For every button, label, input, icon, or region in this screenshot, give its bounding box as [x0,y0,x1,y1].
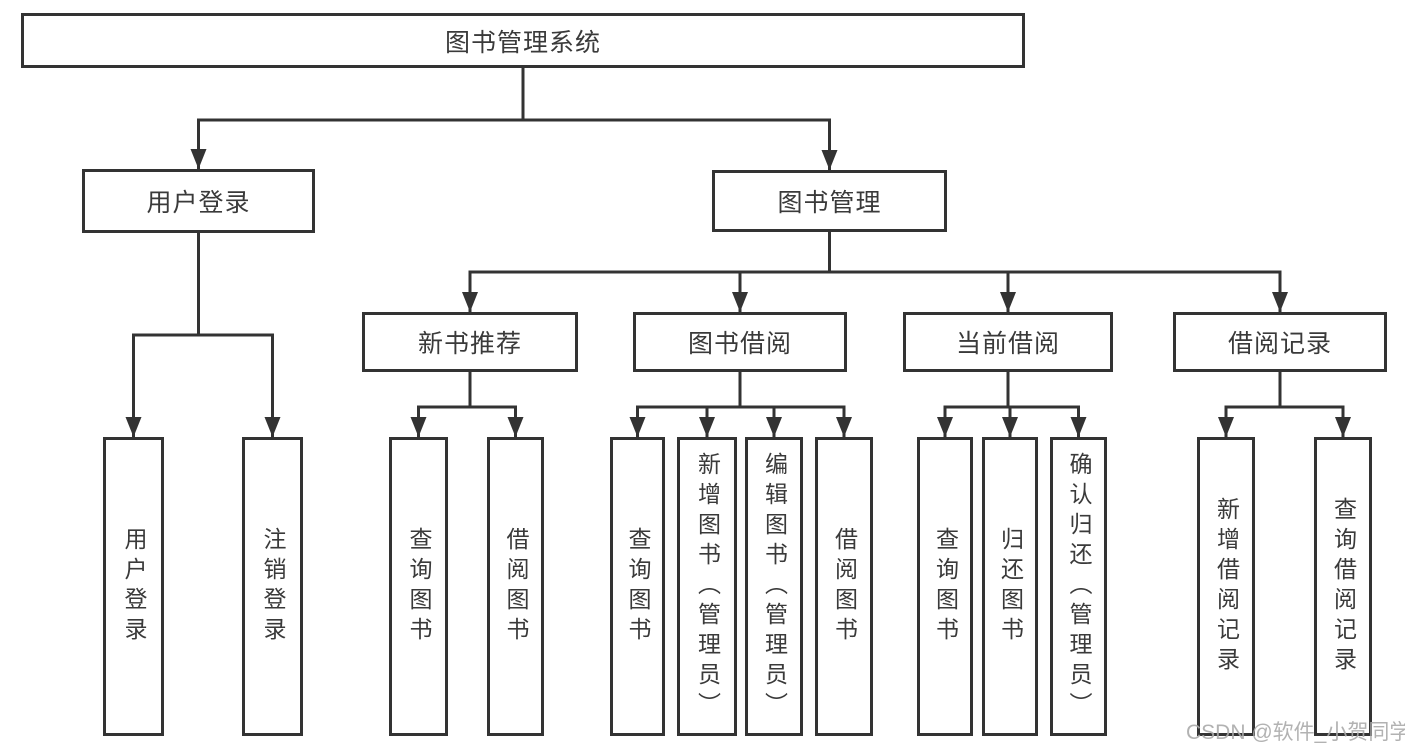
leaf-logout: 注销登录 [242,437,303,736]
leaf-current-query-book: 查询图书 [917,437,973,736]
leaf-label: 新增借阅记录 [1213,496,1240,677]
node-user-login-label: 用户登录 [146,189,251,217]
node-book-mgmt: 图书管理 [712,170,947,232]
node-book-borrow: 图书借阅 [633,312,847,372]
connector-new-book-rec [417,370,517,409]
leaf-label: 注销登录 [260,526,286,647]
leaf-add-book-admin: 新增图书（管理员） [677,437,737,736]
connector-book-borrow [636,370,846,409]
leaf-label: 查询图书 [932,526,959,647]
node-new-book-rec: 新书推荐 [362,312,578,372]
leaf-label: 确认归还（管理员） [1066,451,1092,722]
leaf-label: 用户登录 [121,526,147,647]
leaf-label: 查询图书 [406,526,432,647]
leaf-label: 编辑图书（管理员） [761,451,788,722]
leaf-user-login: 用户登录 [103,437,164,736]
node-root: 图书管理系统 [21,13,1025,68]
connector-current-borrow [943,370,1080,409]
leaf-label: 借阅图书 [831,526,858,647]
watermark-text: CSDN @软件_小贺同学 [1186,721,1405,744]
connector-book-mgmt [468,230,1282,274]
leaf-edit-book-admin: 编辑图书（管理员） [745,437,803,736]
leaf-borrow-book: 借阅图书 [815,437,873,736]
leaf-confirm-return-admin: 确认归还（管理员） [1050,437,1107,736]
leaf-rec-query-book: 查询图书 [389,437,448,736]
leaf-label: 查询图书 [625,526,651,647]
leaf-borrow-query-book: 查询图书 [610,437,665,736]
leaf-add-borrow-record: 新增借阅记录 [1197,437,1255,736]
connector-borrow-record [1224,370,1345,409]
node-current-borrow-label: 当前借阅 [955,330,1060,358]
node-borrow-record-label: 借阅记录 [1227,330,1332,358]
node-current-borrow: 当前借阅 [903,312,1113,372]
node-book-borrow-label: 图书借阅 [687,330,792,358]
leaf-label: 借阅图书 [503,526,529,647]
node-user-login: 用户登录 [82,169,315,233]
node-book-mgmt-label: 图书管理 [777,189,882,217]
connector-user-login [132,231,274,337]
leaf-label: 查询借阅记录 [1330,496,1357,677]
leaf-return-book: 归还图书 [982,437,1038,736]
connector-root [197,66,831,122]
node-new-book-rec-label: 新书推荐 [417,330,522,358]
leaf-label: 新增图书（管理员） [694,451,721,722]
leaf-label: 归还图书 [997,526,1024,647]
leaf-rec-borrow-book: 借阅图书 [487,437,544,736]
node-root-label: 图书管理系统 [444,28,601,57]
node-borrow-record: 借阅记录 [1173,312,1387,372]
leaf-query-borrow-record: 查询借阅记录 [1314,437,1372,736]
